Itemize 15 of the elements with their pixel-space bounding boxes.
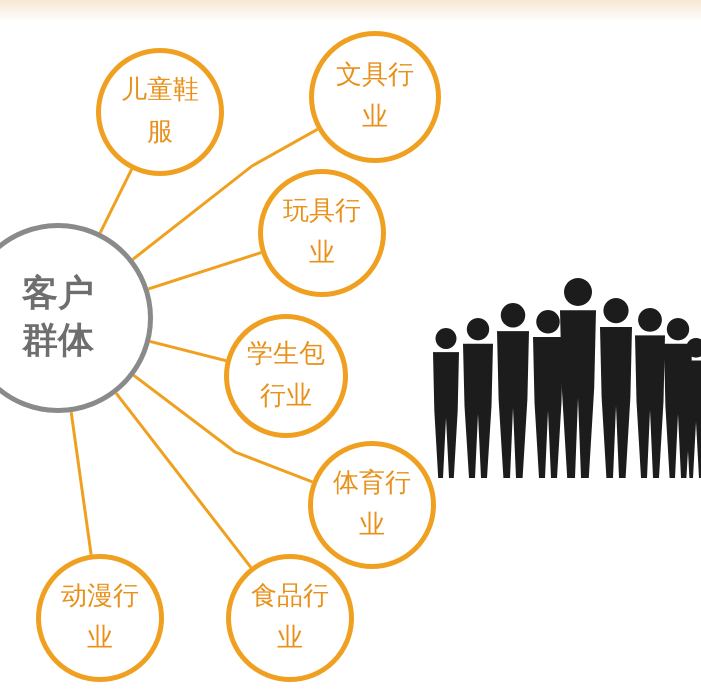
connector-line: [148, 251, 262, 290]
circle-label: 玩具行业: [282, 195, 362, 270]
circle-label: 体育行业: [332, 467, 412, 542]
circle-label: 食品行业: [250, 580, 330, 655]
connector-line: [114, 392, 252, 568]
circle-label: 儿童鞋服: [120, 74, 200, 149]
circle-label: 文具行业: [334, 59, 415, 134]
circle-label: 动漫行业: [60, 580, 140, 655]
connector-line: [132, 128, 318, 261]
circle-label: 客户群体: [20, 272, 95, 363]
connector-line: [132, 374, 313, 484]
connector-line: [70, 412, 93, 555]
circle-label: 学生包行业: [246, 338, 326, 413]
connector-line: [150, 340, 226, 362]
connector-line: [98, 168, 133, 234]
